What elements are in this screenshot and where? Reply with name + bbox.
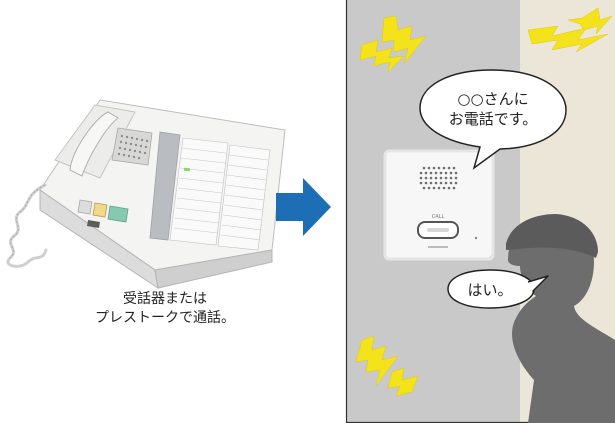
speaker-grille bbox=[111, 127, 153, 166]
speaker-grille bbox=[419, 166, 458, 190]
intercom-master-station-icon bbox=[6, 99, 286, 290]
lightning-icon bbox=[355, 7, 613, 397]
control-buttons bbox=[77, 199, 129, 228]
caption: 受話器または プレストークで通話。 bbox=[60, 290, 270, 328]
speech-bubble-announcement: ○○さんに お電話です。 bbox=[419, 69, 567, 170]
speech-bubble-reply: はい。 bbox=[447, 269, 549, 309]
wall-speaker-icon: CALL bbox=[383, 149, 495, 261]
caption-line1: 受話器または bbox=[123, 291, 207, 307]
call-button-label: CALL bbox=[432, 214, 445, 220]
caption-line2: プレストークで通話。 bbox=[95, 310, 235, 326]
reply-text: はい。 bbox=[467, 281, 512, 299]
announcement-line1: ○○さんに bbox=[457, 90, 528, 108]
person-silhouette-icon bbox=[506, 214, 615, 423]
station-keys bbox=[169, 137, 271, 251]
announcement-line2: お電話です。 bbox=[449, 110, 538, 128]
right-arrow-icon bbox=[276, 178, 331, 236]
